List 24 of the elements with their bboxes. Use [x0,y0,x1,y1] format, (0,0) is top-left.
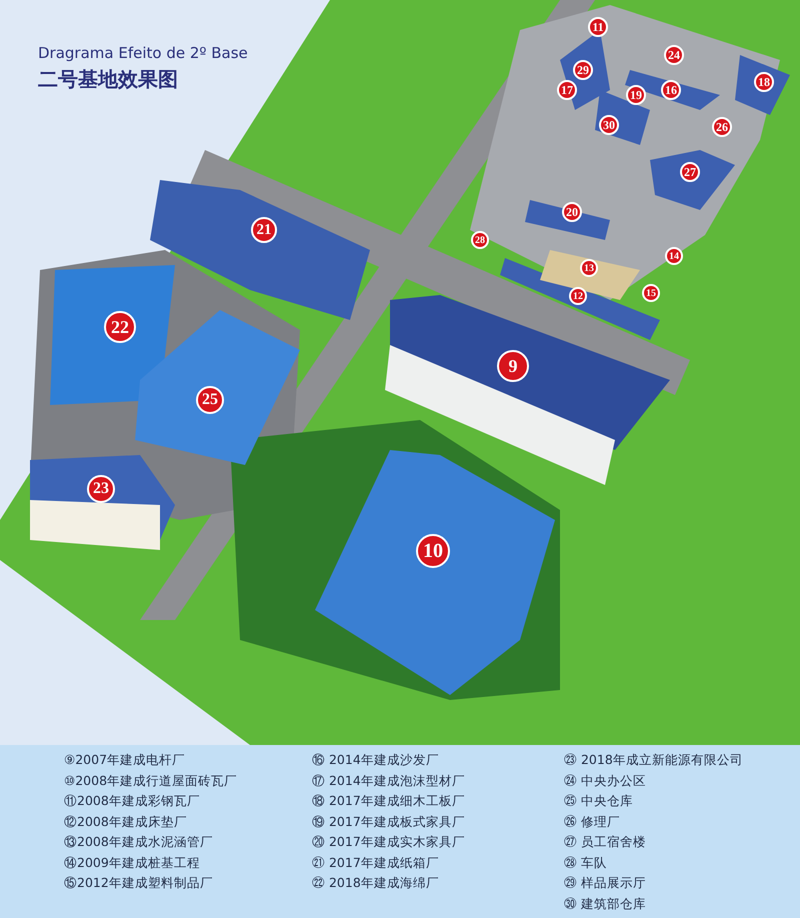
legend-entry: ㉙ 样品展示厅 [564,875,646,890]
subtitle: 二号基地效果图 [38,66,178,93]
legend-entry: ㉓ 2018年成立新能源有限公司 [564,752,743,767]
legend-entry: ㉚ 建筑部仓库 [564,896,646,910]
legend-entry: ⑩2008年建成行道屋面砖瓦厂 [64,772,238,788]
legend-entry: ⑱ 2017年建成细木工板厂 [312,793,465,808]
legend-entry: ⑲ 2017年建成板式家具厂 [312,814,465,828]
legend-entry: ⑮2012年建成塑料制品厂 [64,875,213,890]
legend-entry: ㉔ 中央办公区 [564,772,646,788]
legend-entry: ⑫2008年建成床垫厂 [64,814,187,828]
legend-entry: ㉖ 修理厂 [564,814,620,828]
legend-entry: ㉕ 中央仓库 [564,793,633,808]
legend-entry: ㉗ 员工宿舍楼 [564,834,646,849]
legend-entry: ⑨2007年建成电杆厂 [64,752,186,767]
legend-entry: ㉒ 2018年建成海绵厂 [312,875,439,890]
legend-entry: ⑬2008年建成水泥涵管厂 [64,834,213,849]
legend-entry: ㉘ 车队 [564,854,607,870]
legend-entry: ⑭2009年建成桩基工程 [64,854,200,870]
legend-entry: ⑰ 2014年建成泡沫型材厂 [312,772,465,788]
legend-entry: ⑳ 2017年建成实木家具厂 [312,834,465,849]
legend-entry: ⑪2008年建成彩钢瓦厂 [64,793,200,808]
title: Dragrama Efeito de 2º Base [38,44,248,62]
legend-entry: ㉑ 2017年建成纸箱厂 [312,854,439,870]
legend-entry: ⑯ 2014年建成沙发厂 [312,752,439,767]
